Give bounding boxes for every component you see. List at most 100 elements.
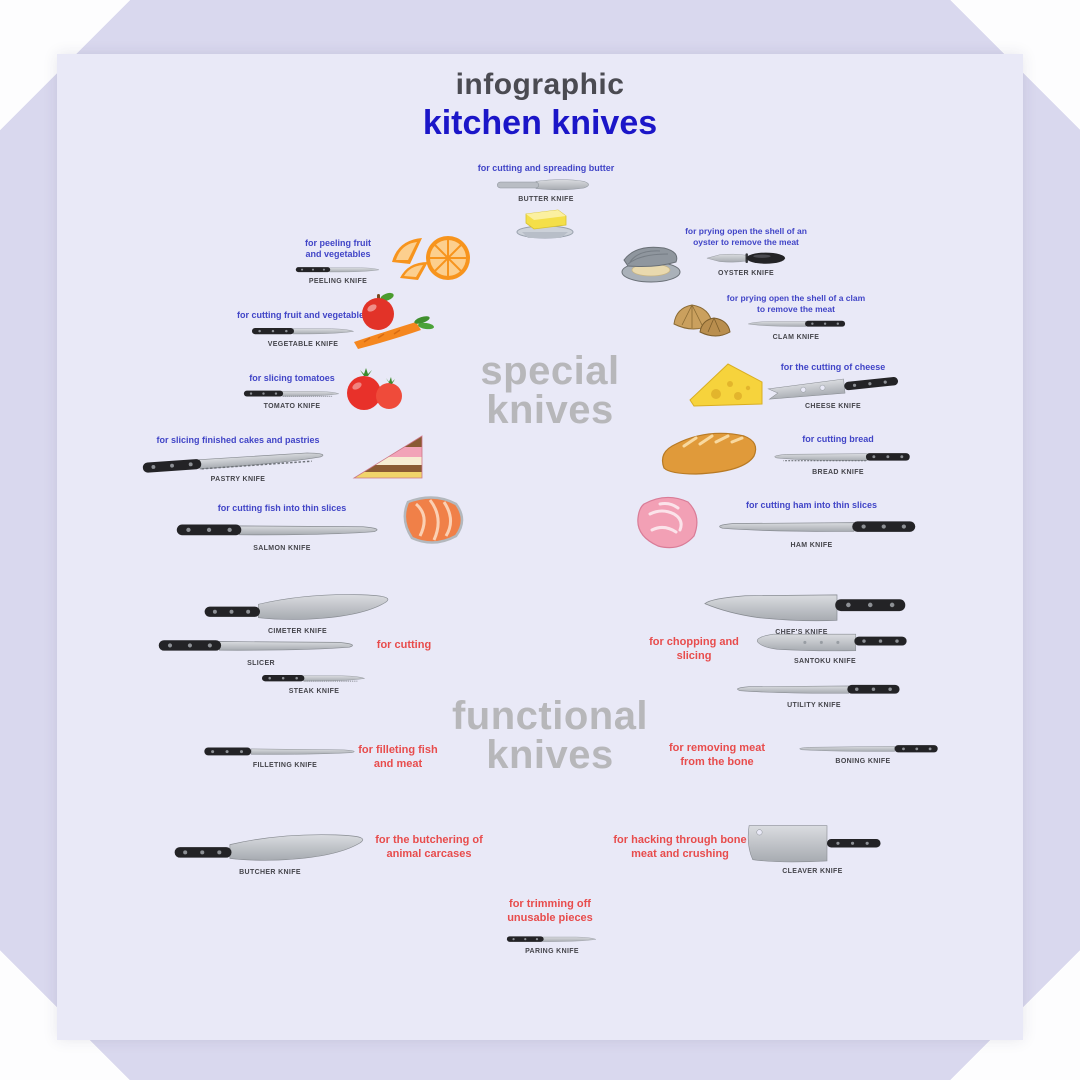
bread-knife-label: BREAD KNIFE: [812, 468, 864, 476]
tomato-illustration: [347, 368, 402, 410]
cutting-group-desc: for cutting: [376, 639, 432, 651]
vegetable-knife-item: for cutting fruit and vegetables VEGETAB…: [228, 310, 378, 348]
ham-knife-icon: [707, 513, 917, 539]
chefs-knife-icon: [697, 587, 907, 627]
watermark-functional: functional knives: [415, 694, 685, 778]
header: infographic kitchen knives: [57, 68, 1023, 143]
ham-knife-label: HAM KNIFE: [790, 541, 833, 549]
salmon-illustration: [403, 496, 464, 544]
butter-knife-item: for cutting and spreading butter BUTTER …: [466, 163, 626, 203]
watermark-special: special knives: [430, 349, 670, 433]
watermark-functional-line2: knives: [486, 733, 614, 778]
orange-illustration: [392, 236, 470, 280]
butter-knife-icon: [496, 176, 596, 193]
cheese-knife-desc: for the cutting of cheese: [780, 362, 886, 372]
filleting-knife-label: FILLETING KNIFE: [252, 761, 318, 769]
cleaver-knife-label: CLEAVER KNIFE: [782, 867, 843, 875]
pastry-knife-desc: for slicing finished cakes and pastries: [156, 435, 320, 445]
paring-knife-item: PARING KNIFE: [500, 930, 604, 955]
tomato-knife-icon: [243, 386, 341, 401]
apple-carrot-illustration: [354, 292, 434, 349]
butcher-knife-icon: [173, 830, 368, 867]
cheese-knife-item: for the cutting of cheese CHEESE KNIFE: [762, 362, 904, 410]
peeling-knife-label: PEELING KNIFE: [308, 277, 368, 285]
cimeter-knife-label: CIMETER KNIFE: [268, 628, 327, 636]
vegetable-knife-desc: for cutting fruit and vegetables: [236, 310, 369, 320]
cheese-illustration: [689, 363, 763, 407]
slicer-knife-label: SLICER: [247, 660, 275, 667]
chefs-knife-item: CHEF'S KNIFE: [694, 585, 909, 636]
chopping-group-desc: for chopping and slicing: [649, 636, 739, 662]
tomato-knife-item: for slicing tomatoes TOMATO KNIFE: [238, 373, 346, 410]
santoku-knife-label: SANTOKU KNIFE: [794, 657, 856, 665]
boning-knife-desc: for removing meat from the bone: [669, 742, 765, 768]
boning-knife-label: BONING KNIFE: [835, 758, 891, 766]
pastry-knife-label: PASTRY KNIFE: [210, 476, 266, 484]
oyster-knife-label: OYSTER KNIFE: [718, 269, 774, 277]
paring-knife-desc: for trimming off unusable pieces: [507, 898, 593, 924]
oyster-knife-item: for prying open the shell of an oyster t…: [676, 226, 816, 277]
ham-illustration: [637, 496, 698, 549]
peeling-knife-item: for peeling fruit and vegetables PEELING…: [282, 238, 394, 285]
page-title: kitchen knives: [422, 104, 658, 142]
clam-knife-icon: [746, 316, 846, 331]
tomato-knife-label: TOMATO KNIFE: [263, 403, 321, 411]
cleaver-knife-desc: for hacking through bone meat and crushi…: [613, 834, 747, 860]
watermark-special-line1: special: [480, 349, 620, 393]
clam-knife-item: for prying open the shell of a clam to r…: [726, 293, 866, 341]
peeling-knife-icon: [295, 263, 381, 276]
salmon-knife-desc: for cutting fish into thin slices: [217, 503, 347, 513]
boning-knife-item: BONING KNIFE: [784, 738, 942, 765]
butcher-knife-desc: for the butchering of animal carcases: [375, 834, 483, 860]
watermark-functional-line1: functional: [451, 694, 649, 738]
utility-knife-item: UTILITY KNIFE: [724, 676, 904, 709]
boning-knife-icon: [787, 740, 939, 756]
salmon-knife-label: SALMON KNIFE: [253, 545, 311, 553]
butter-knife-label: BUTTER KNIFE: [518, 195, 574, 203]
chefs-knife-label: CHEF'S KNIFE: [775, 629, 828, 637]
santoku-knife-icon: [743, 628, 908, 656]
cheese-knife-label: CHEESE KNIFE: [805, 402, 861, 410]
salmon-knife-icon: [175, 516, 390, 543]
slicer-knife-item: SLICER: [155, 630, 367, 667]
cake-illustration: [352, 435, 423, 479]
cimeter-knife-icon: [203, 590, 393, 626]
clam-knife-label: CLAM KNIFE: [772, 333, 820, 341]
header-kicker: infographic: [455, 68, 625, 101]
bread-illustration: [661, 432, 757, 475]
bread-knife-icon: [765, 447, 911, 466]
butcher-knife-item: BUTCHER KNIFE: [170, 828, 370, 876]
peeling-knife-desc: for peeling fruit and vegetables: [305, 238, 371, 260]
vegetable-knife-label: VEGETABLE KNIFE: [267, 341, 339, 349]
clam-knife-desc: for prying open the shell of a clam to r…: [726, 293, 866, 314]
steak-knife-label: STEAK KNIFE: [288, 688, 340, 696]
santoku-knife-item: SANTOKU KNIFE: [740, 626, 910, 665]
steak-knife-icon: [261, 670, 367, 686]
ham-knife-desc: for cutting ham into thin slices: [745, 500, 877, 510]
bread-knife-item: for cutting bread BREAD KNIFE: [762, 434, 914, 476]
paring-knife-label: PARING KNIFE: [525, 948, 579, 956]
butcher-knife-label: BUTCHER KNIFE: [239, 869, 301, 877]
filleting-knife-item: FILLETING KNIFE: [200, 740, 370, 769]
pastry-knife-item: for slicing finished cakes and pastries …: [138, 435, 338, 483]
vegetable-knife-icon: [251, 323, 356, 339]
pastry-knife-icon: [140, 441, 336, 481]
filleting-knife-icon: [203, 742, 368, 760]
filleting-knife-desc: for filleting fish and meat: [358, 744, 438, 770]
ham-knife-item: for cutting ham into thin slices HAM KNI…: [704, 500, 919, 549]
butter-illustration: [516, 209, 574, 239]
cleaver-knife-item: CLEAVER KNIFE: [740, 820, 885, 875]
watermark-special-line2: knives: [486, 388, 614, 433]
oyster-knife-desc: for prying open the shell of an oyster t…: [685, 226, 807, 247]
steak-knife-item: STEAK KNIFE: [258, 668, 370, 695]
paring-knife-icon: [506, 932, 598, 946]
tomato-knife-desc: for slicing tomatoes: [249, 373, 335, 383]
oyster-knife-icon: [705, 249, 787, 267]
utility-knife-label: UTILITY KNIFE: [787, 701, 841, 709]
utility-knife-icon: [727, 678, 901, 700]
oyster-illustration: [621, 246, 681, 283]
salmon-knife-item: for cutting fish into thin slices SALMON…: [172, 503, 392, 552]
cleaver-knife-icon: [743, 822, 883, 866]
clam-illustration: [673, 304, 731, 337]
butter-knife-desc: for cutting and spreading butter: [477, 163, 615, 173]
